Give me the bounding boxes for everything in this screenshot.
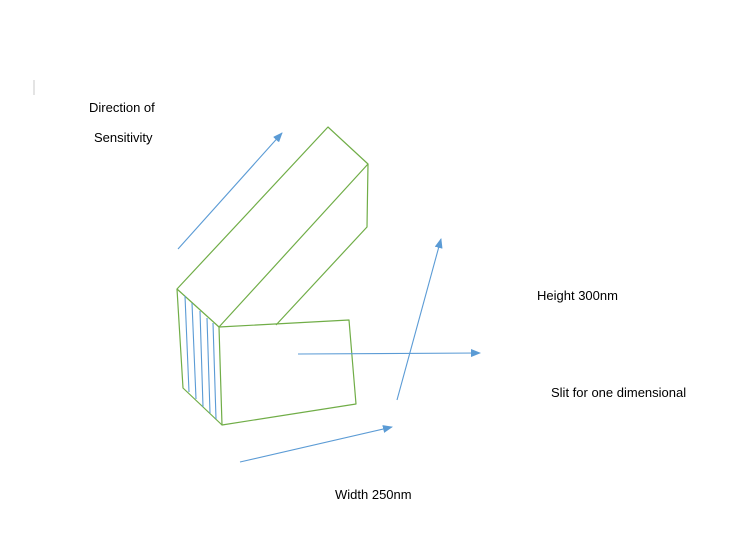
block-top-face	[176, 126, 369, 328]
arrows	[177, 132, 481, 463]
slit-line	[199, 310, 204, 408]
width-arrow	[239, 425, 393, 463]
block-right-edge	[275, 163, 369, 326]
slit-block	[176, 126, 369, 426]
sensitivity-arrow	[177, 132, 283, 250]
height-label: Height 300nm	[537, 288, 618, 303]
slit-line	[184, 295, 190, 393]
slit-label: Slit for one dimensional	[551, 385, 687, 400]
direction-label-line2: Sensitivity	[94, 130, 153, 145]
slit-line	[212, 322, 217, 420]
horizontal-arrow	[297, 349, 481, 358]
width-label: Width 250nm	[335, 487, 412, 502]
block-left-edge	[176, 288, 223, 426]
direction-label-line1: Direction of	[89, 100, 155, 115]
slit-lines	[184, 295, 217, 420]
block-front-face	[218, 319, 357, 426]
height-arrow	[396, 238, 443, 401]
slit-line	[206, 317, 211, 414]
slit-line	[191, 302, 197, 400]
